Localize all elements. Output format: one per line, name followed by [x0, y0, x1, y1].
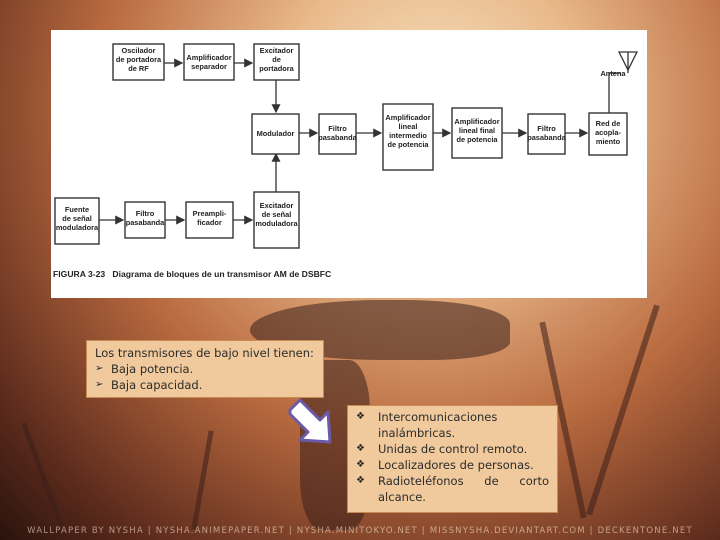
block-coupling-network: [588, 112, 628, 156]
arrow-bullet-icon: ➢: [95, 379, 104, 390]
list-item: ➢Baja potencia.: [95, 362, 194, 376]
antenna-label: Antena: [600, 69, 626, 78]
list-item: ❖Radioteléfonos de corto alcance.: [356, 474, 549, 504]
block-preamplifier: [185, 201, 234, 239]
block-bandpass-filter-3: [124, 201, 166, 239]
diamond-bullet-icon: ❖: [356, 459, 365, 470]
block-preamplifier-label: Preampli-ficador: [193, 209, 227, 227]
applications-box: ❖Intercomunicaciones inalámbricas. ❖Unid…: [347, 405, 558, 513]
block-intermediate-amplifier: [382, 103, 434, 171]
block-carrier-driver: [253, 43, 300, 81]
diamond-bullet-icon: ❖: [356, 443, 365, 454]
list-item: ❖Unidas de control remoto.: [356, 442, 528, 456]
block-modulator-label: Modulador: [257, 129, 295, 138]
wallpaper-credit: WALLPAPER BY NYSHA | NYSHA.ANIMEPAPER.NE…: [27, 526, 693, 536]
background-sword: [191, 430, 214, 530]
block-oscillator: [112, 43, 165, 81]
low-level-features-box: Los transmisores de bajo nivel tienen: ➢…: [86, 340, 324, 398]
list-item: ➢Baja capacidad.: [95, 378, 203, 392]
arrow-bullet-icon: ➢: [95, 363, 104, 374]
list-item: ❖Intercomunicaciones inalámbricas.: [356, 410, 498, 440]
block-modulator: [251, 113, 300, 155]
background-sword: [21, 422, 64, 528]
background-sword: [586, 304, 660, 516]
pointing-arrow-icon: [288, 398, 332, 444]
block-modulating-source: [54, 197, 100, 245]
block-bandpass-filter-2: [527, 113, 566, 155]
features-intro: Los transmisores de bajo nivel tienen:: [95, 346, 314, 360]
block-modulating-driver: [253, 191, 300, 249]
diamond-bullet-icon: ❖: [356, 475, 365, 486]
block-final-amplifier: [451, 107, 503, 159]
figure-caption: FIGURA 3-23 Diagrama de bloques de un tr…: [53, 269, 331, 279]
list-item: ❖Localizadores de personas.: [356, 458, 534, 472]
block-bandpass-filter-1: [318, 113, 357, 155]
diamond-bullet-icon: ❖: [356, 411, 365, 422]
block-buffer-amplifier: [183, 43, 235, 81]
